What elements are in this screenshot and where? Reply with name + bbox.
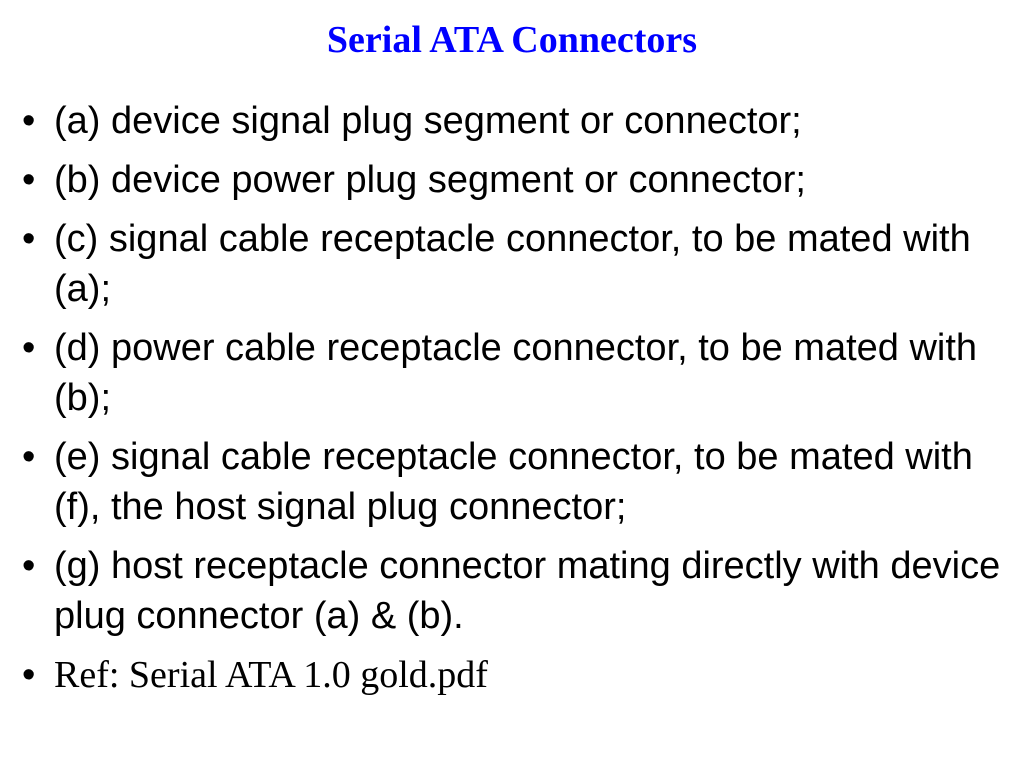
bullet-item-e: • (e) signal cable receptacle connector,… (22, 432, 1012, 532)
reference-text: Ref: Serial ATA 1.0 gold.pdf (54, 654, 488, 696)
bullet-dot-icon: • (22, 100, 36, 142)
bullet-dot-icon: • (22, 545, 36, 587)
bullet-item-g: • (g) host receptacle connector mating d… (22, 541, 1012, 641)
bullet-item-d: • (d) power cable receptacle connector, … (22, 323, 1012, 423)
bullet-dot-icon: • (22, 218, 36, 260)
bullet-item-c: • (c) signal cable receptacle connector,… (22, 214, 1012, 314)
bullet-text: (c) signal cable receptacle connector, t… (54, 218, 971, 310)
slide-title: Serial ATA Connectors (326, 19, 698, 61)
bullet-dot-icon: • (22, 159, 36, 201)
bullet-text: (b) device power plug segment or connect… (54, 159, 806, 201)
bullet-text: (e) signal cable receptacle connector, t… (54, 436, 973, 528)
bullet-dot-icon: • (22, 327, 36, 369)
bullet-list: • (a) device signal plug segment or conn… (22, 96, 1012, 709)
bullet-text: (d) power cable receptacle connector, to… (54, 327, 978, 419)
bullet-text: (g) host receptacle connector mating dir… (54, 545, 1001, 637)
bullet-dot-icon: • (22, 654, 36, 696)
bullet-item-a: • (a) device signal plug segment or conn… (22, 96, 1012, 146)
bullet-text: (a) device signal plug segment or connec… (54, 100, 802, 142)
bullet-dot-icon: • (22, 436, 36, 478)
bullet-item-b: • (b) device power plug segment or conne… (22, 155, 1012, 205)
bullet-item-reference: • Ref: Serial ATA 1.0 gold.pdf (22, 650, 1012, 700)
